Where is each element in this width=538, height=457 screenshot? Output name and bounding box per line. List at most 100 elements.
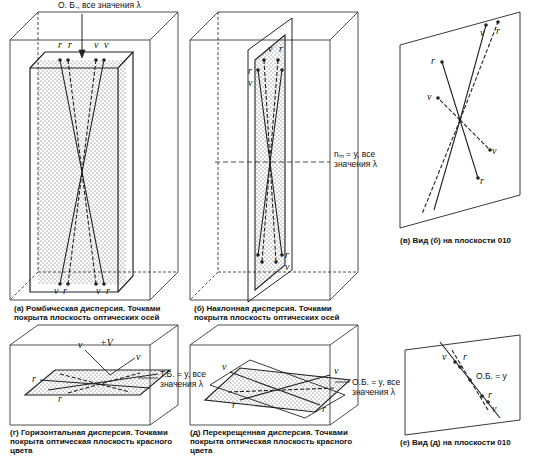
panel-a-shape — [10, 272, 38, 300]
panel-v-shape — [460, 22, 498, 120]
ray-letter: v — [96, 286, 100, 296]
panel-b-shape — [215, 162, 330, 163]
axis-note: О.Б. = y — [476, 372, 507, 382]
panel-d-shape — [240, 375, 330, 400]
ray-letter: r — [488, 390, 492, 400]
ray-letter: v — [285, 262, 289, 272]
panel-v-shape — [460, 120, 490, 150]
ray-letter: r — [248, 66, 252, 76]
panel-a-shape — [79, 50, 85, 58]
panel-a-shape — [38, 60, 126, 284]
ray-letter: r — [463, 352, 467, 362]
panel-e-shape — [453, 360, 490, 404]
panel-a-shape-shape — [66, 58, 70, 62]
panel-v — [400, 12, 520, 228]
panel-v-shape — [434, 120, 460, 210]
panel-a-shape-shape — [58, 282, 62, 286]
ray-letter: r — [496, 26, 500, 36]
ray-letter: r — [32, 374, 36, 384]
ray-letter: v — [136, 352, 140, 362]
ray-letter: r — [285, 250, 289, 260]
ray-letter: v — [427, 92, 431, 102]
ray-letter: v — [94, 40, 98, 50]
panel-a-shape — [60, 60, 104, 284]
panel-v-shape-shape — [440, 60, 444, 64]
ray-letter: v — [492, 404, 496, 414]
ray-letter: v — [248, 78, 252, 88]
panel-e-shape-shape — [468, 378, 472, 382]
panel-b-shape — [218, 12, 358, 272]
panel-g-shape — [138, 378, 158, 379]
panel-v-shape-shape — [476, 176, 480, 180]
panel-g-shape — [110, 358, 135, 375]
ray-letter: r — [63, 286, 67, 296]
panel-a-shape — [10, 40, 150, 300]
panel-b-shape-shape — [262, 58, 266, 62]
ray-letter: +V — [100, 338, 113, 348]
panel-b-shape-shape — [276, 58, 280, 62]
ray-letter: r — [480, 176, 484, 186]
panel-d-shape — [335, 382, 350, 383]
ray-letter: v — [54, 286, 58, 296]
panel-g-shape — [68, 373, 140, 393]
panel-a-shape — [118, 52, 133, 292]
panel-d-shape — [190, 325, 358, 345]
panel-g-shape — [48, 374, 158, 390]
panel-b-shape-shape — [274, 260, 278, 264]
panel-v-shape-shape — [459, 119, 462, 122]
panel-e-shape-shape — [486, 400, 490, 404]
panel-b-shape-shape — [280, 253, 284, 257]
panel-b — [190, 12, 358, 302]
panel-caption: (а) Ромбическая дисперсия. Точками покры… — [14, 304, 184, 322]
ray-letter: v — [492, 146, 496, 156]
panel-v-shape-shape — [496, 20, 500, 24]
ray-letter: v — [268, 44, 272, 54]
axis-note: Т.Б. = y, все значения λ — [160, 370, 208, 389]
panel-a-shape-shape — [94, 58, 98, 62]
ray-letter: v — [334, 366, 338, 376]
panel-a-shape — [150, 12, 178, 300]
ray-letter: v — [480, 28, 484, 38]
ray-letter: r — [232, 400, 236, 410]
panel-g-shape — [40, 380, 150, 388]
panel-a-shape-shape — [58, 58, 62, 62]
ray-letter: v — [78, 340, 82, 350]
panel-b-shape — [190, 272, 218, 300]
axis-note: О.Б. = y, все значения λ — [352, 378, 407, 397]
ray-letter: v — [104, 40, 108, 50]
panel-caption: (е) Вид (д) на плоскости 010 — [400, 438, 535, 447]
panel-d-shape — [210, 360, 345, 418]
panel-b-shape-shape — [280, 68, 284, 72]
panel-v-shape — [422, 120, 460, 214]
ray-letter: v — [222, 362, 226, 372]
panel-e-shape-shape — [453, 360, 457, 364]
panel-d — [190, 325, 358, 425]
ray-letter: r — [68, 40, 72, 50]
ray-letter: r — [322, 404, 326, 414]
panel-b-shape — [248, 18, 292, 302]
panel-v-shape-shape — [484, 23, 488, 27]
panel-v-shape — [436, 20, 500, 180]
panel-a-shape — [10, 12, 178, 40]
panel-g-shape — [10, 325, 178, 345]
ray-letter: v — [442, 352, 446, 362]
panel-e — [405, 335, 520, 435]
panel-d-shape — [228, 388, 335, 392]
panel-v-shape — [400, 12, 520, 228]
panel-b-shape — [255, 35, 285, 290]
axis-note: nₘ = y, все значения λ — [334, 150, 389, 169]
panel-caption: (в) Вид (б) на плоскости 010 — [400, 236, 530, 245]
panel-a-shape — [60, 60, 104, 284]
axis-note: О. Б., все значения λ — [58, 1, 141, 11]
panel-v-shape-shape — [488, 148, 492, 152]
panel-a-shape-shape — [102, 58, 106, 62]
panel-a-shape — [68, 60, 96, 284]
panel-b-shape — [190, 12, 358, 40]
panel-b-shape — [262, 60, 278, 262]
panel-d-shape — [230, 372, 320, 405]
panel-g — [10, 325, 178, 425]
panel-e-shape — [405, 335, 520, 435]
panel-caption: (б) Наклонная дисперсия. Точками покрыта… — [194, 304, 364, 322]
